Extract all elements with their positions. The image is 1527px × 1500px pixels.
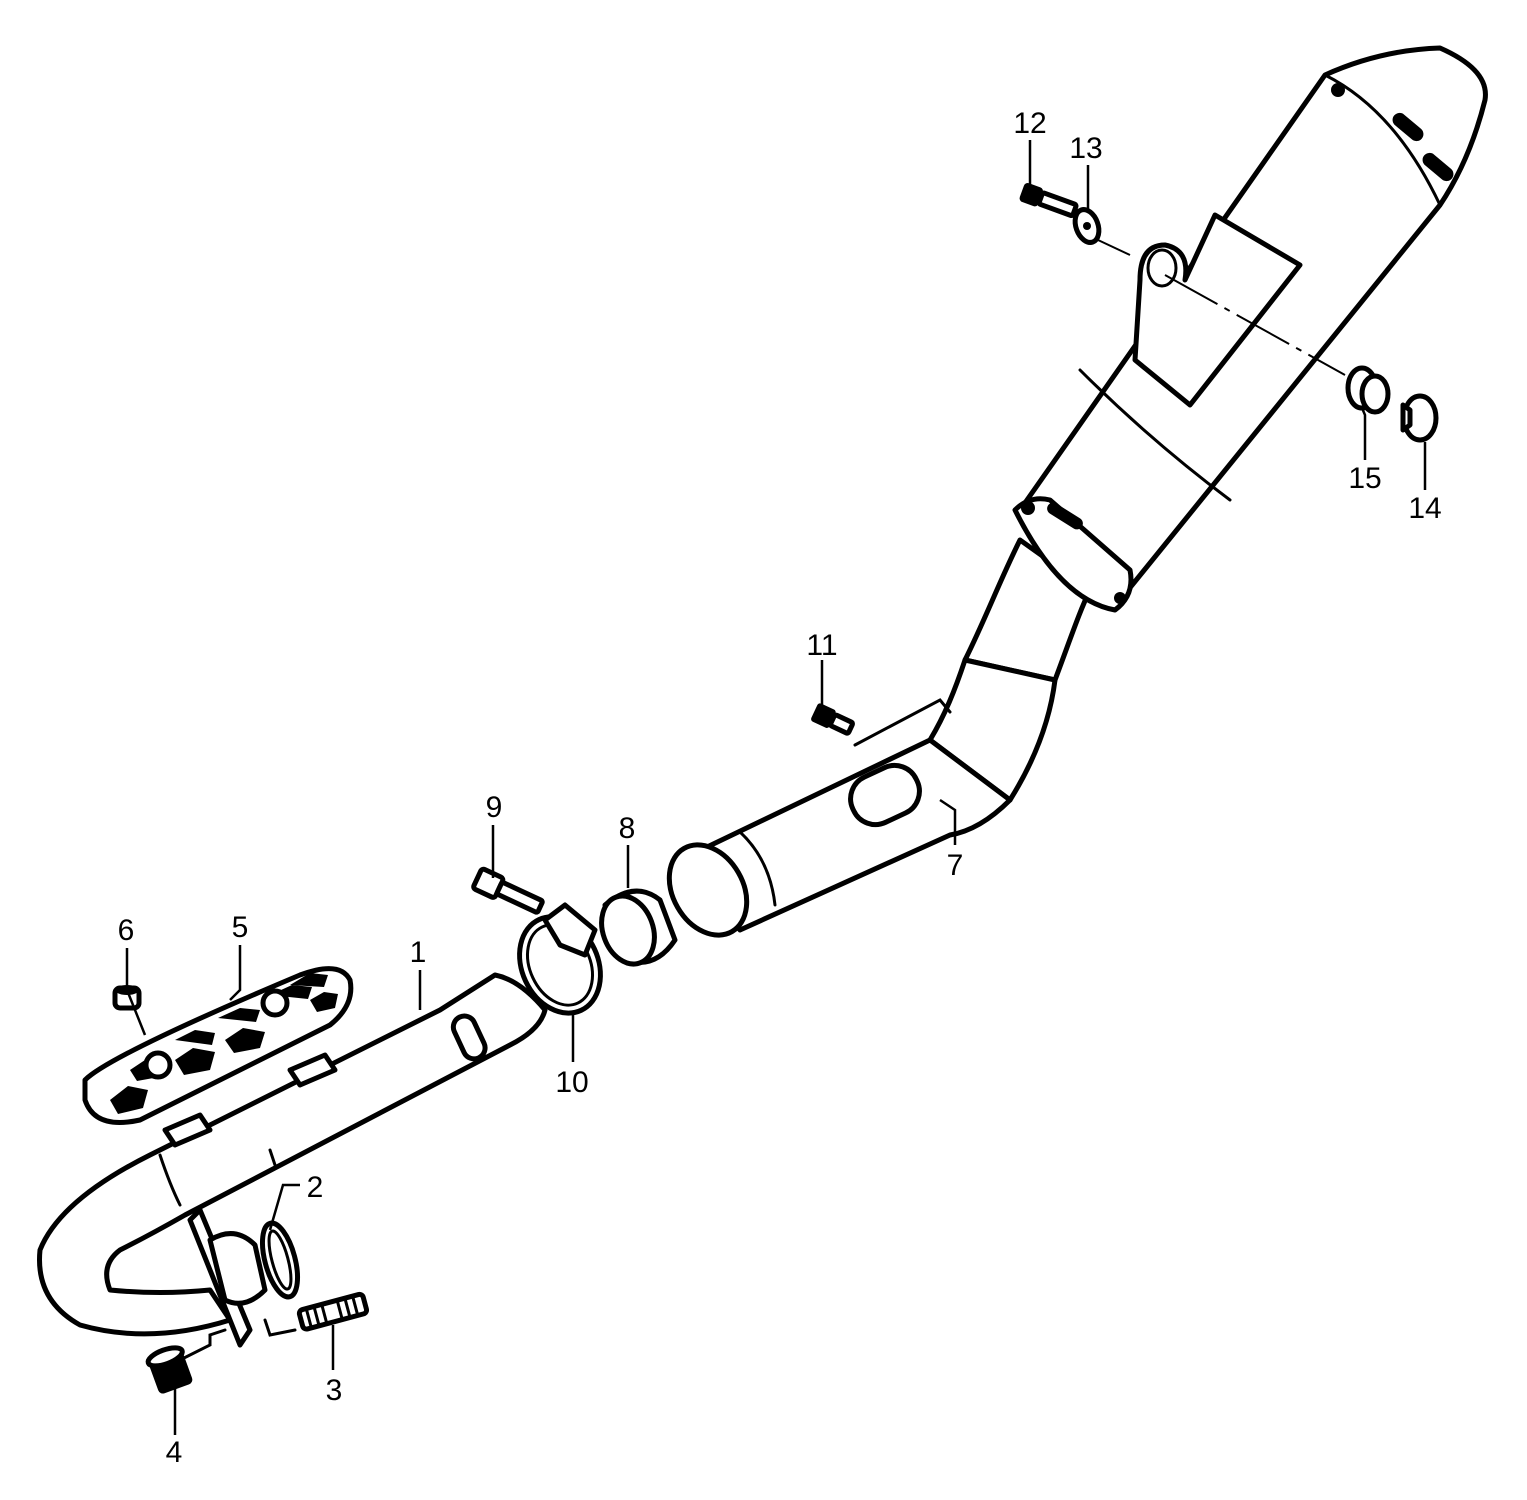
mount-axis-line [1097,239,1346,376]
callout-labels: 1 2 3 4 5 6 7 8 9 10 11 12 13 14 15 [118,107,1442,1469]
part-5-heat-shield [82,966,354,1148]
heat-shield-tab-1 [162,1112,213,1148]
leader-lines [125,140,1427,1435]
part-4-nut [145,1345,193,1394]
callout-15: 15 [1348,462,1381,495]
callout-13: 13 [1069,132,1102,165]
connector-pipe-band [738,830,777,907]
mount-bracket-hole [1146,248,1178,288]
connector-hanger [853,698,952,747]
callout-9: 9 [486,791,503,824]
header-pipe-slot [450,1013,488,1062]
connector-pipe [677,737,1013,933]
flange-stud-line-2 [263,1318,297,1337]
part-13-washer-hole [1083,222,1091,230]
part-12-bolt [1019,183,1079,219]
callout-10: 10 [555,1066,588,1099]
callout-3: 3 [326,1374,343,1407]
callout-14: 14 [1408,492,1441,525]
callout-4: 4 [166,1436,183,1469]
part-2-gasket-inner [267,1229,293,1291]
callout-5: 5 [232,911,249,944]
collar-hole-2 [1114,592,1126,604]
heat-shield-holes [110,973,338,1114]
callout-1: 1 [410,936,427,969]
header-pipe-seam [158,1153,182,1207]
heat-shield-hole-a [143,1050,173,1080]
part-2-gasket [259,1220,301,1300]
header-pipe-seam-2 [268,1148,277,1167]
part-10-clamp [517,902,603,1016]
callout-6: 6 [118,914,135,947]
callout-8: 8 [619,812,636,845]
end-cap-vent-2 [1422,152,1454,182]
heat-shield-tab-2 [287,1052,338,1088]
end-cap-hole [1331,83,1345,97]
callout-11: 11 [806,629,837,662]
part-3-stud-bolt [296,1291,370,1332]
heat-shield-hole-b [260,988,290,1018]
part-11-bolt [811,703,855,736]
collar-hole [1021,501,1035,515]
callout-7: 7 [947,849,964,882]
collar-slot [1047,502,1083,530]
header-flange-collar [207,1231,268,1306]
part-9-bolt [471,866,545,915]
callout-2: 2 [307,1171,324,1204]
part-7-muffler [666,45,1488,938]
connector-pipe-oval-window [848,762,922,828]
connector-pipe-mouth [666,842,750,938]
callout-12: 12 [1013,107,1046,140]
header-pipe-body [37,972,548,1337]
part-8-gasket-sleeve [599,888,678,967]
part-14-cap [1400,393,1439,443]
flange-stud-line [178,1328,227,1362]
part-1-header-pipe [37,972,548,1348]
end-cap-vent-1 [1392,112,1424,142]
muffler-band-line [1078,368,1232,502]
part-15-collar [1345,365,1391,415]
